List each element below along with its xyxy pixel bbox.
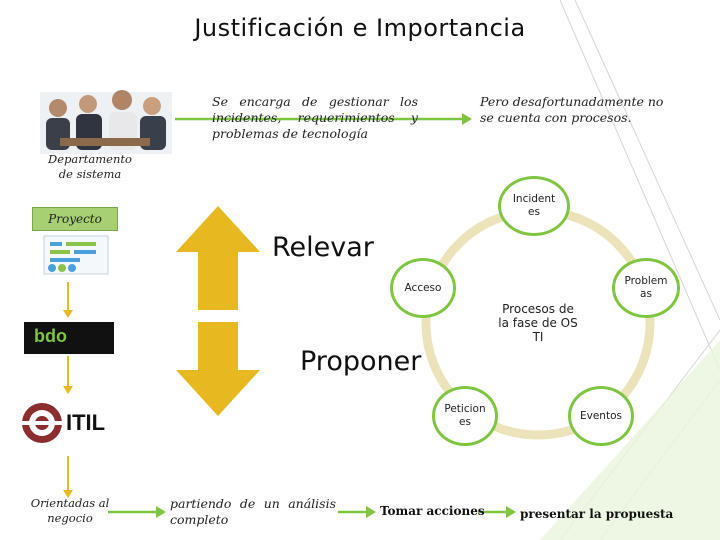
node-incidentes-label: Incident es	[508, 193, 560, 219]
node-eventos: Eventos	[568, 386, 634, 446]
relevar-label: Relevar	[272, 232, 374, 263]
node-eventos-label: Eventos	[580, 410, 622, 423]
node-peticiones: Peticion es	[432, 386, 498, 446]
itil-logo-text: ITIL	[66, 410, 105, 436]
partiendo-text: partiendo de un análisis completo	[170, 496, 336, 528]
orientadas-label: Orientadas al negocio	[22, 496, 118, 526]
departamento-label: Departamento de sistema	[40, 152, 140, 182]
node-acceso: Acceso	[390, 258, 456, 318]
tomar-acciones-label: Tomar acciones	[380, 504, 485, 518]
gestion-description: Se encarga de gestionar los incidentes, …	[212, 94, 418, 142]
node-peticiones-label: Peticion es	[442, 403, 488, 429]
procesos-center-label: Procesos de la fase de OS TI	[496, 302, 580, 344]
proyecto-box: Proyecto	[32, 207, 118, 231]
proyecto-label: Proyecto	[48, 211, 102, 227]
up-arrow	[176, 206, 260, 310]
project-chart-graphic	[44, 236, 108, 274]
slide-title: Justificación e Importancia	[0, 14, 720, 42]
people-photo	[40, 90, 172, 154]
bdo-logo-text: bdo	[34, 326, 67, 347]
node-acceso-label: Acceso	[405, 282, 442, 295]
itil-logo	[22, 403, 62, 443]
node-problemas: Problem as	[612, 258, 680, 318]
node-incidentes: Incident es	[498, 176, 570, 236]
node-problemas-label: Problem as	[623, 275, 669, 301]
down-arrow	[176, 322, 260, 416]
presentar-propuesta-label: presentar la propuesta	[520, 507, 673, 521]
desafortunadamente-text: Pero desafortunadamente no se cuenta con…	[480, 94, 680, 126]
proponer-label: Proponer	[300, 346, 421, 377]
